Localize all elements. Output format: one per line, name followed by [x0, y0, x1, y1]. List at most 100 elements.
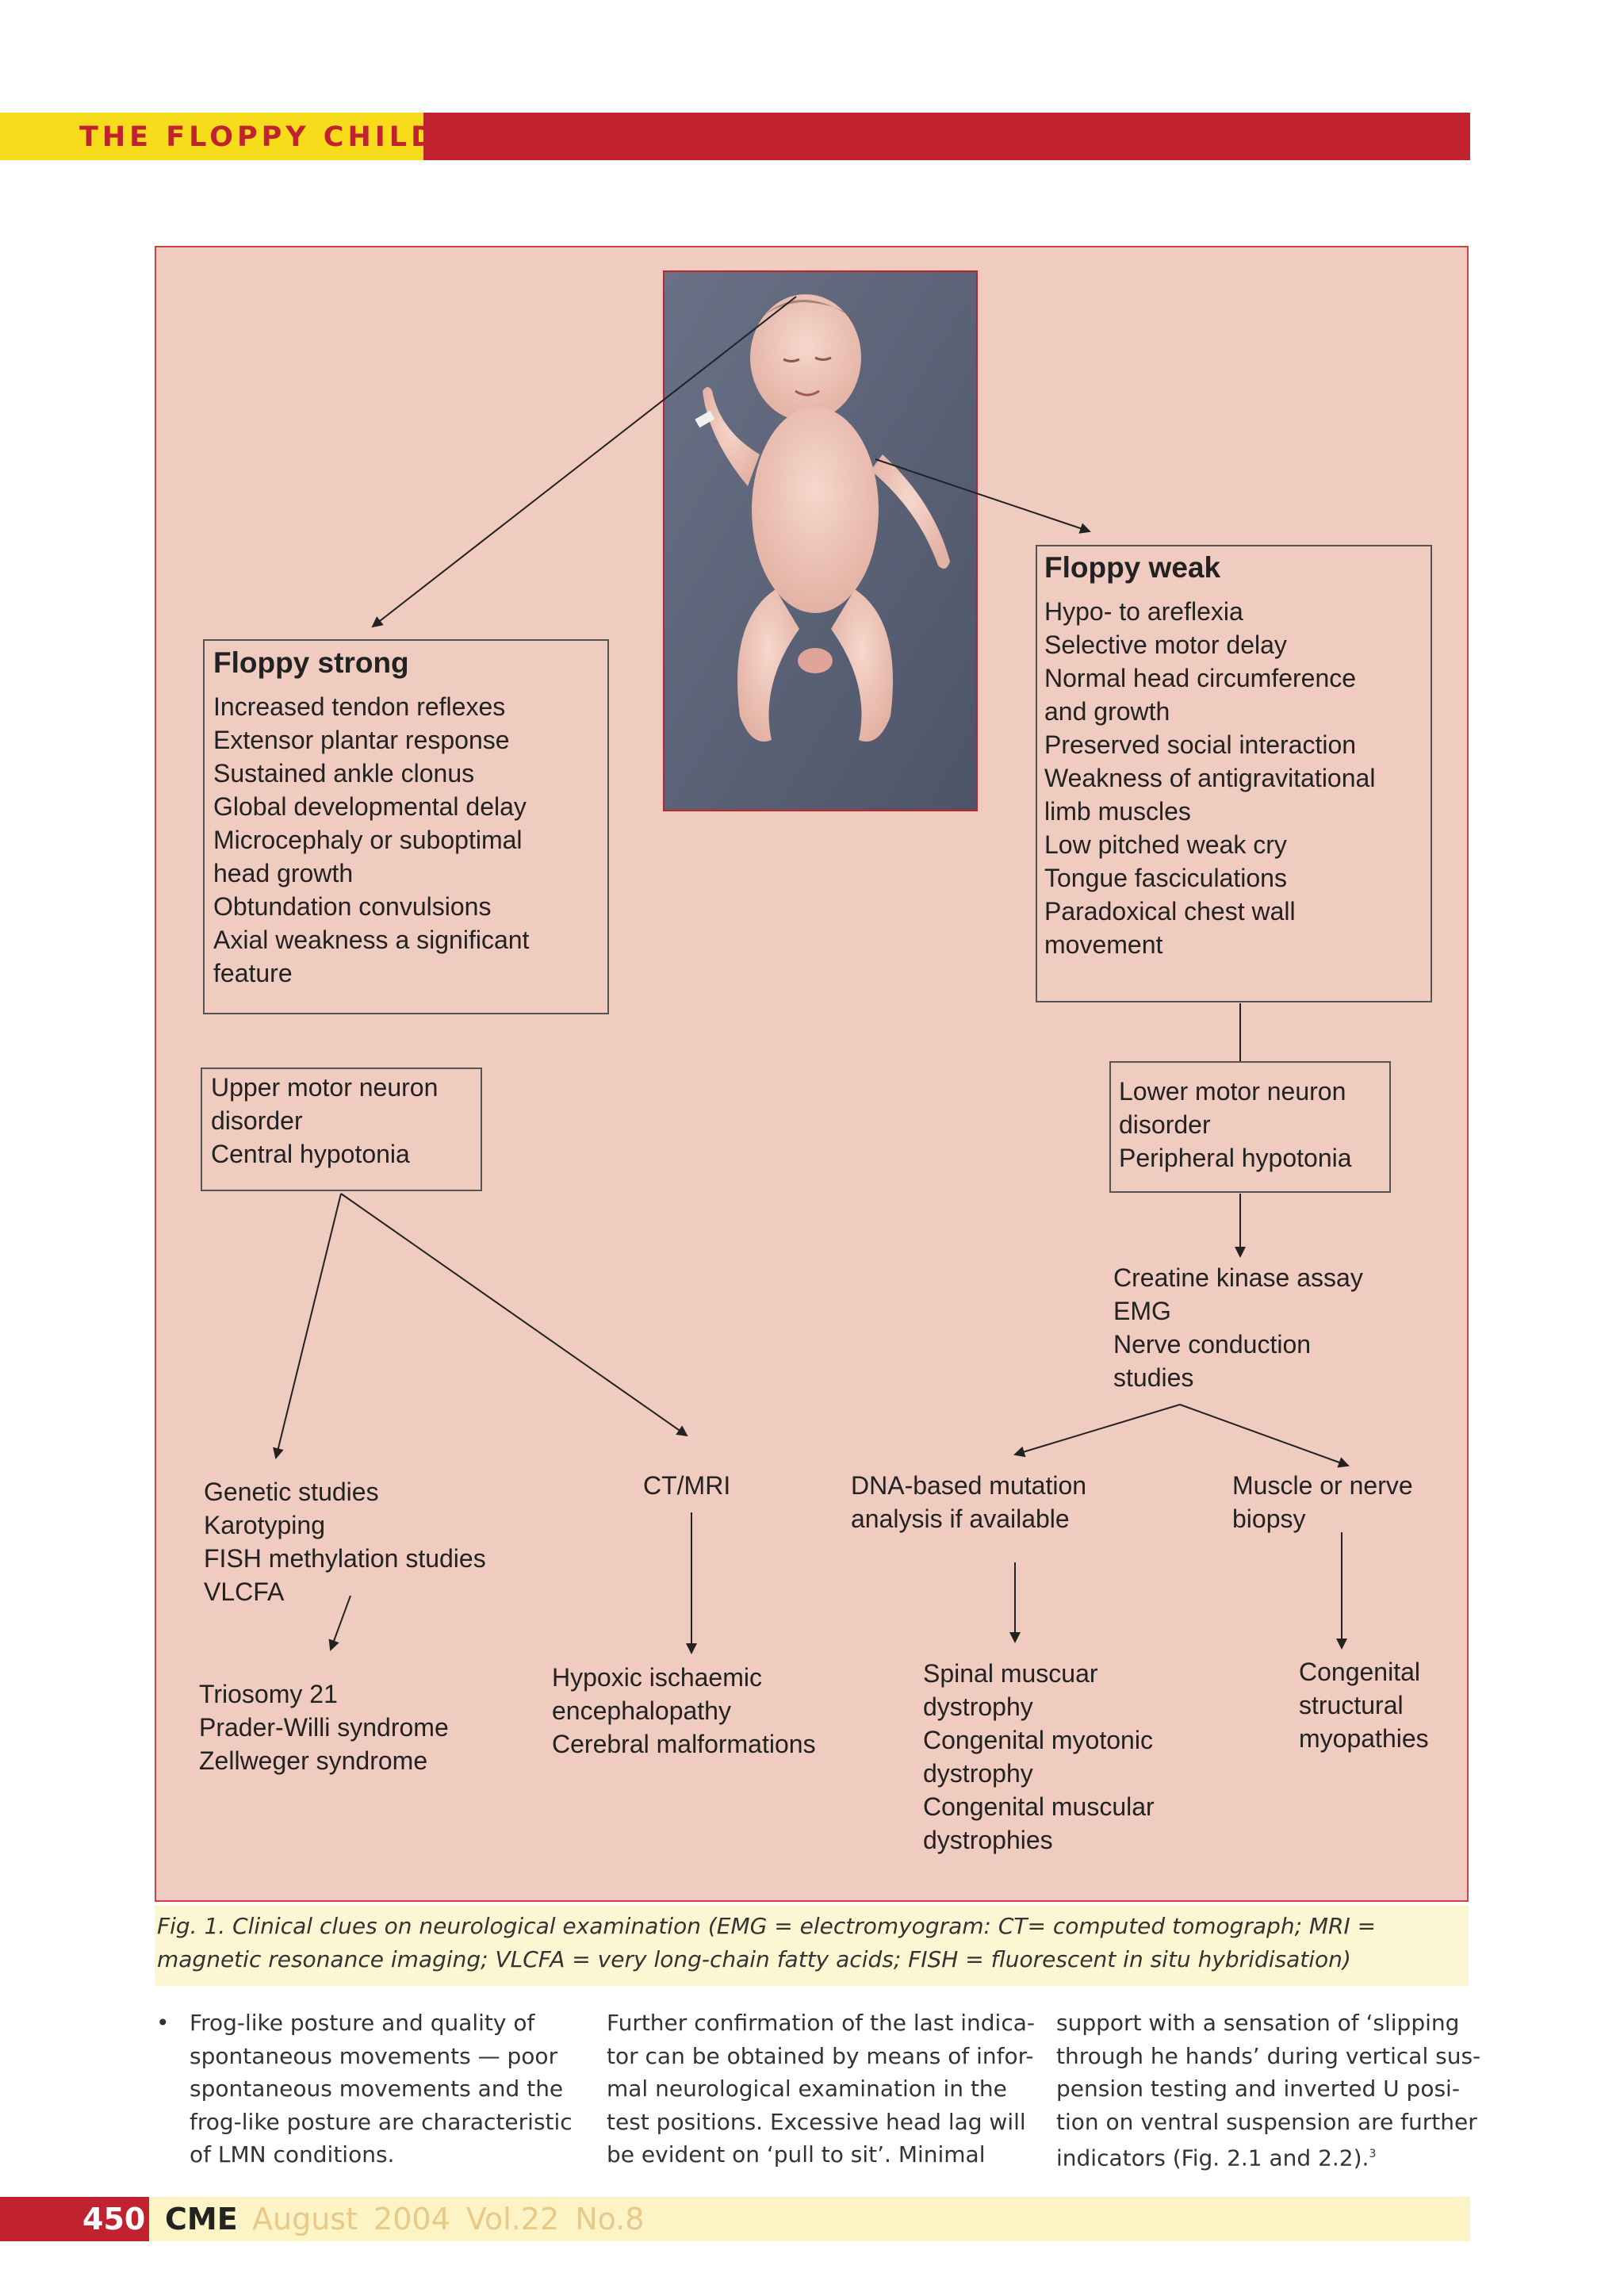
- body-line-last: indicators (Fig. 2.1 and 2.2).3: [1056, 2138, 1480, 2171]
- floppy-weak-heading: Floppy weak: [1044, 551, 1221, 584]
- floppy-weak-line: Preserved social interaction: [1044, 730, 1357, 759]
- body-line: be evident on ‘pull to sit’. Minimal: [607, 2141, 986, 2168]
- floppy-weak-line: Paradoxical chest wall: [1044, 897, 1296, 926]
- syndromes-line: Zellweger syndrome: [199, 1746, 428, 1775]
- arrow-to-floppy-weak: [875, 458, 1091, 534]
- figure-caption: Fig. 1. Clinical clues on neurological e…: [157, 1913, 1377, 1972]
- body-line-text: indicators (Fig. 2.1 and 2.2).: [1056, 2145, 1369, 2171]
- hypoxic-text: Hypoxic ischaemic encephalopathy Cerebra…: [552, 1661, 816, 1761]
- lower-motor-text: Lower motor neuron disorder Peripheral h…: [1119, 1075, 1352, 1175]
- header-bar-yellow: [0, 113, 423, 160]
- spinal-line: dystrophy: [923, 1692, 1033, 1721]
- upper-motor-line: Upper motor neuron: [211, 1073, 439, 1102]
- body-line: Frog-like posture and quality of: [190, 2010, 535, 2036]
- floppy-strong-heading: Floppy strong: [213, 646, 409, 679]
- floppy-strong-line: Microcephaly or suboptimal: [213, 826, 523, 854]
- genetic-line: Karotyping: [204, 1511, 325, 1539]
- syndromes-line: Prader-Willi syndrome: [199, 1713, 449, 1742]
- tests-line: studies: [1113, 1363, 1194, 1392]
- syndromes-text: Triosomy 21 Prader-Willi syndrome Zellwe…: [199, 1677, 449, 1777]
- arrow-to-genetic: [273, 1193, 342, 1459]
- floppy-weak-box: [1036, 545, 1432, 1002]
- bullet-marker: •: [156, 2010, 170, 2036]
- syndromes-line: Triosomy 21: [199, 1680, 338, 1708]
- floppy-strong-line: Global developmental delay: [213, 792, 527, 821]
- tests-line: Creatine kinase assay: [1113, 1263, 1363, 1292]
- lower-motor-line: Lower motor neuron: [1119, 1077, 1346, 1106]
- lower-motor-box: [1109, 1061, 1391, 1193]
- tests-line: EMG: [1113, 1297, 1171, 1325]
- spinal-line: Congenital myotonic: [923, 1726, 1153, 1754]
- caption-background: [155, 1905, 1469, 1986]
- footer-bar-yellow: [149, 2197, 1470, 2241]
- floppy-weak-line: Hypo- to areflexia: [1044, 597, 1243, 626]
- hypoxic-line: encephalopathy: [552, 1696, 731, 1725]
- body-line: tion on ventral suspension are further: [1056, 2108, 1477, 2135]
- floppy-strong-line: Sustained ankle clonus: [213, 759, 475, 788]
- floppy-weak-line: limb muscles: [1044, 797, 1191, 826]
- upper-motor-text: Upper motor neuron disorder Central hypo…: [211, 1071, 438, 1171]
- floppy-weak-line: Normal head circumference: [1044, 664, 1357, 692]
- ctmri-text: CT/MRI: [643, 1469, 730, 1502]
- arrow-to-dna: [1013, 1404, 1181, 1458]
- footer-bar-red: [0, 2197, 149, 2241]
- arrow-to-syndromes: [328, 1595, 351, 1651]
- body-line: tor can be obtained by means of infor-: [607, 2042, 1034, 2069]
- body-line: of LMN conditions.: [190, 2141, 395, 2168]
- spinal-line: dystrophies: [923, 1826, 1053, 1854]
- hypoxic-line: Hypoxic ischaemic: [552, 1663, 762, 1692]
- lower-motor-line: disorder: [1119, 1110, 1211, 1139]
- myopathies-line: myopathies: [1299, 1724, 1429, 1753]
- body-column-3: support with a sensation of ‘slipping th…: [1056, 2007, 1480, 2171]
- spinal-line: dystrophy: [923, 1759, 1033, 1788]
- floppy-weak-line: Low pitched weak cry: [1044, 830, 1287, 859]
- body-line: spontaneous movements — poor: [190, 2042, 558, 2069]
- arrow-to-floppy-strong: [371, 296, 797, 628]
- genetic-text: Genetic studies Karotyping FISH methylat…: [204, 1475, 486, 1608]
- body-line: test positions. Excessive head lag will: [607, 2108, 1026, 2135]
- arrow-to-biopsy: [1179, 1404, 1350, 1468]
- ctmri-line: CT/MRI: [643, 1471, 731, 1500]
- body-column-1: Frog-like posture and quality of spontan…: [190, 2007, 573, 2171]
- floppy-strong-line: Axial weakness a significant: [213, 926, 530, 954]
- biopsy-line: biopsy: [1232, 1504, 1306, 1533]
- myopathies-text: Congenital structural myopathies: [1299, 1655, 1429, 1755]
- infant-illustration: [665, 272, 976, 810]
- spinal-line: Spinal muscuar: [923, 1659, 1098, 1688]
- biopsy-text: Muscle or nerve biopsy: [1232, 1469, 1413, 1535]
- page-number: 450: [82, 2202, 146, 2237]
- lower-motor-line: Peripheral hypotonia: [1119, 1144, 1352, 1172]
- body-line: spontaneous movements and the: [190, 2076, 564, 2102]
- genetic-line: FISH methylation studies: [204, 1544, 486, 1573]
- tests-line: Nerve conduction: [1113, 1330, 1312, 1359]
- body-line: pension testing and inverted U posi-: [1056, 2076, 1460, 2102]
- genetic-line: Genetic studies: [204, 1478, 379, 1506]
- floppy-strong-text: Floppy strong Increased tendon reflexes …: [213, 646, 529, 990]
- section-title: THE FLOPPY CHILD: [79, 121, 439, 153]
- floppy-strong-line: Obtundation convulsions: [213, 892, 492, 921]
- biopsy-line: Muscle or nerve: [1232, 1471, 1413, 1500]
- infant-photo: [663, 270, 978, 811]
- dna-text: DNA-based mutation analysis if available: [851, 1469, 1086, 1535]
- genetic-line: VLCFA: [204, 1577, 285, 1606]
- floppy-strong-line: feature: [213, 959, 293, 987]
- body-column-2: Further confirmation of the last indica-…: [607, 2007, 1035, 2171]
- floppy-weak-line: Weakness of antigravitational: [1044, 764, 1376, 792]
- dna-line: DNA-based mutation: [851, 1471, 1087, 1500]
- myopathies-line: structural: [1299, 1691, 1404, 1719]
- floppy-weak-line: Selective motor delay: [1044, 631, 1287, 659]
- body-line: mal neurological examination in the: [607, 2076, 1007, 2102]
- floppy-strong-line: Increased tendon reflexes: [213, 692, 506, 721]
- dna-line: analysis if available: [851, 1504, 1070, 1533]
- body-line: through he hands’ during vertical sus-: [1056, 2042, 1481, 2069]
- floppy-strong-box: [203, 639, 609, 1014]
- body-line: Further confirmation of the last indica-: [607, 2010, 1035, 2036]
- floppy-weak-line: Tongue fasciculations: [1044, 864, 1287, 892]
- floppy-weak-line: and growth: [1044, 697, 1170, 726]
- upper-motor-line: Central hypotonia: [211, 1140, 410, 1168]
- spinal-line: Congenital muscular: [923, 1792, 1155, 1821]
- body-line: frog-like posture are characteristic: [190, 2108, 573, 2135]
- myopathies-line: Congenital: [1299, 1658, 1420, 1686]
- journal-name: CME: [165, 2202, 238, 2237]
